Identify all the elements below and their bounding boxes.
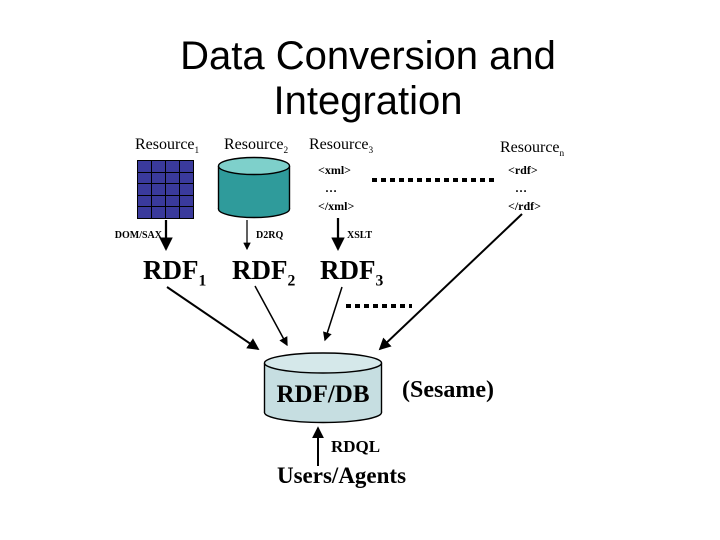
xml-close-tag: </xml> <box>318 199 355 213</box>
converter-label-d2rq: D2RQ <box>256 230 284 241</box>
rdf3-label: RDF3 <box>320 255 384 290</box>
arrow-rdf2-to-store <box>254 285 288 347</box>
title-line-1: Data Conversion and <box>180 34 556 78</box>
sesame-label: (Sesame) <box>402 377 494 403</box>
users-agents-label: Users/Agents <box>277 463 407 488</box>
converter-label-xslt: XSLT <box>347 230 373 241</box>
resource3-label: Resource3 <box>309 136 374 157</box>
title-line-2: Integration <box>273 79 463 123</box>
rdf-db-cylinder-icon <box>263 352 383 424</box>
rdf-db-label: RDF/DB <box>276 381 370 408</box>
resourcen-label: Resourcen <box>500 139 565 160</box>
rdf2-label: RDF2 <box>232 255 296 290</box>
arrow-resourcen-rdf-to-store <box>378 213 523 351</box>
data-table-grid-icon <box>137 160 194 219</box>
arrow-rdf1-to-store <box>166 286 260 351</box>
rdf-open-tag: <rdf> <box>508 163 538 177</box>
slide-title: Data Conversion and Integration <box>0 34 720 124</box>
xml-snippet: <xml> … </xml> <box>318 161 354 215</box>
rdf-snippet: <rdf> … </rdf> <box>508 161 541 215</box>
rdql-label: RDQL <box>331 437 381 456</box>
converter-label-dom-sax: DOM/SAX <box>114 230 162 241</box>
rdf1-label: RDF1 <box>143 255 207 290</box>
xml-open-tag: <xml> <box>318 163 352 177</box>
resource2-label: Resource2 <box>224 136 289 157</box>
rdf-close-tag: </rdf> <box>508 199 542 213</box>
arrow-rdf3-to-store <box>323 286 343 342</box>
database-cylinder-icon <box>217 156 291 219</box>
xml-ellipsis: … <box>325 181 337 195</box>
resource1-label: Resource1 <box>135 136 200 157</box>
rdf-ellipsis: … <box>515 181 527 195</box>
